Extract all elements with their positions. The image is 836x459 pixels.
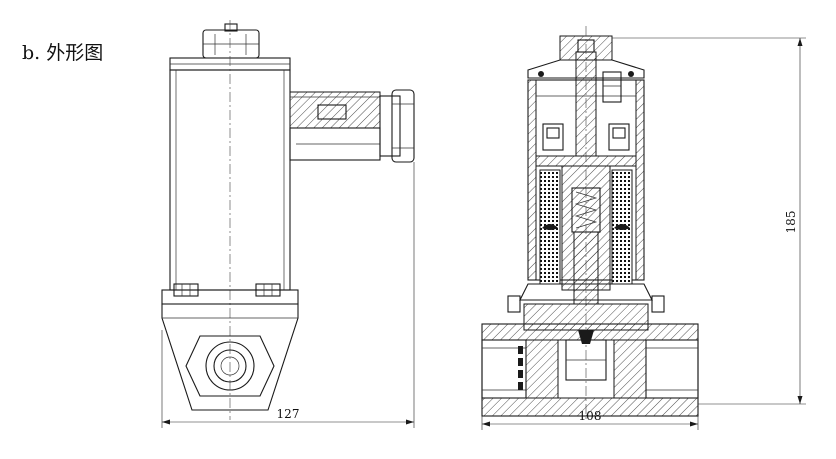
dimension-side-width: 127 (161, 162, 415, 428)
side-view: 127 (161, 20, 415, 428)
terminals (542, 123, 630, 151)
valve-body-hex (161, 303, 299, 411)
section-view: 108 185 (481, 26, 806, 430)
nut-right (255, 283, 281, 297)
dim-label-127: 127 (277, 407, 300, 421)
side-connector (289, 89, 415, 163)
dimension-height: 185 (612, 37, 806, 405)
valve-body-section (481, 303, 699, 417)
dimension-section-width: 108 (481, 409, 699, 430)
dim-label-185: 185 (784, 211, 798, 234)
figure-caption: b. 外形图 (22, 42, 104, 64)
nut-left (173, 283, 199, 297)
dim-label-108: 108 (579, 409, 602, 423)
cap-nut (202, 23, 260, 59)
